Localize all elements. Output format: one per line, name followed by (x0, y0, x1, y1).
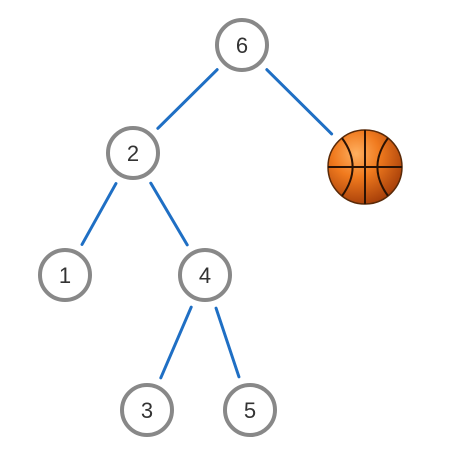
node-circle (120, 383, 174, 437)
node-circle (223, 383, 277, 437)
tree-node-3: 3 (120, 383, 174, 437)
tree-node-6: 6 (215, 18, 269, 72)
node-label: 1 (59, 263, 71, 288)
basketball-icon (327, 129, 403, 205)
node-label: 5 (244, 398, 256, 423)
node-circle (215, 18, 269, 72)
node-circle (178, 248, 232, 302)
tree-node-2: 2 (106, 126, 160, 180)
node-label: 6 (236, 33, 248, 58)
edge-n4-n3 (159, 305, 193, 380)
tree-node-4: 4 (178, 248, 232, 302)
edge-n6-ball (265, 68, 334, 136)
tree-node-1: 1 (38, 248, 92, 302)
node-circle (106, 126, 160, 180)
node-label: 3 (141, 398, 153, 423)
node-label: 2 (127, 141, 139, 166)
edge-n4-n5 (214, 306, 241, 379)
edge-n6-n2 (156, 68, 219, 130)
node-label: 4 (199, 263, 211, 288)
edge-n2-n4 (149, 181, 189, 247)
tree-node-5: 5 (223, 383, 277, 437)
edge-n2-n1 (80, 182, 118, 246)
nodes-layer: 6 2 1 4 3 5 (38, 18, 403, 437)
edges-layer (80, 68, 334, 380)
node-circle (38, 248, 92, 302)
